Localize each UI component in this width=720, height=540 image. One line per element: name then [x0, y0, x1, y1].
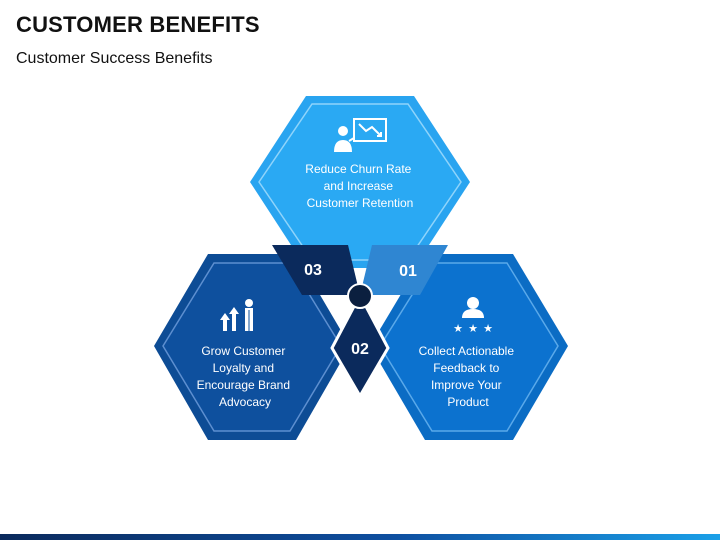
benefit-02-line-2: Feedback to	[433, 361, 499, 375]
wedge-02	[330, 291, 390, 399]
user-rating-stars-icon: ★ ★ ★	[453, 297, 493, 335]
presenter-chart-down-icon	[334, 118, 387, 152]
svg-text:★: ★	[468, 322, 478, 335]
page-title: CUSTOMER BENEFITS	[16, 12, 260, 37]
page-subtitle: Customer Success Benefits	[16, 50, 213, 67]
benefit-03-text: Grow Customer Loyalty and Encourage Bran…	[197, 344, 294, 409]
benefit-01-line-3: Customer Retention	[307, 196, 414, 210]
benefit-02-line-1: Collect Actionable	[419, 344, 515, 358]
number-01: 01	[399, 263, 417, 280]
benefit-top-hexagon	[250, 96, 470, 268]
wedge-01	[360, 245, 448, 295]
svg-text:★: ★	[453, 322, 463, 335]
number-02: 02	[351, 341, 369, 358]
center-dot	[347, 283, 373, 309]
growth-arrows-person-icon	[220, 299, 253, 331]
svg-text:★: ★	[483, 322, 493, 335]
benefit-02-line-4: Product	[447, 395, 489, 409]
benefit-right-hexagon	[370, 254, 568, 440]
benefit-02-line-3: Improve Your	[431, 378, 502, 392]
benefit-01-line-1: Reduce Churn Rate	[305, 162, 411, 176]
benefit-02-text: Collect Actionable Feedback to Improve Y…	[419, 344, 518, 409]
benefit-03-line-2: Loyalty and	[213, 361, 274, 375]
benefit-left-hexagon	[154, 254, 350, 440]
benefit-03-line-1: Grow Customer	[201, 344, 285, 358]
bottom-accent-bar	[0, 534, 720, 540]
benefit-01-line-2: and Increase	[324, 179, 394, 193]
number-03: 03	[304, 262, 322, 279]
benefit-01-text: Reduce Churn Rate and Increase Customer …	[305, 162, 414, 210]
benefit-03-line-4: Advocacy	[219, 395, 271, 409]
benefit-03-line-3: Encourage Brand	[197, 378, 290, 392]
wedge-03	[272, 245, 360, 295]
